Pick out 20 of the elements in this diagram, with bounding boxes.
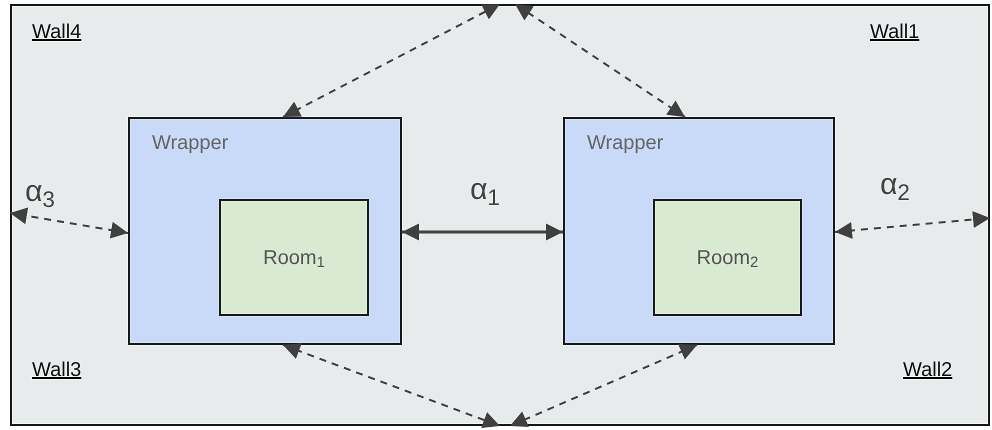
wrapper-label: Wrapper	[587, 133, 664, 153]
room-area-box	[10, 4, 990, 426]
wall-label: Wall2	[903, 360, 952, 380]
room-label: Room$_{2}$	[696, 246, 758, 272]
arrow	[10, 207, 128, 239]
arrow	[510, 344, 698, 428]
arrow	[402, 224, 563, 240]
arrow	[282, 342, 500, 428]
arrow	[282, 3, 500, 118]
room-box	[219, 199, 369, 316]
arrow	[514, 3, 686, 118]
wall-label: Wall1	[870, 22, 920, 42]
room-box	[653, 199, 802, 316]
wrapper-box	[563, 117, 835, 345]
wall-label: Wall3	[32, 360, 82, 380]
wrapper-box	[128, 117, 402, 345]
arrow	[834, 211, 990, 239]
wall-label: Wall4	[32, 22, 82, 42]
wrapper-label: Wrapper	[152, 133, 228, 153]
room-label: Room$_{1}$	[263, 246, 325, 272]
